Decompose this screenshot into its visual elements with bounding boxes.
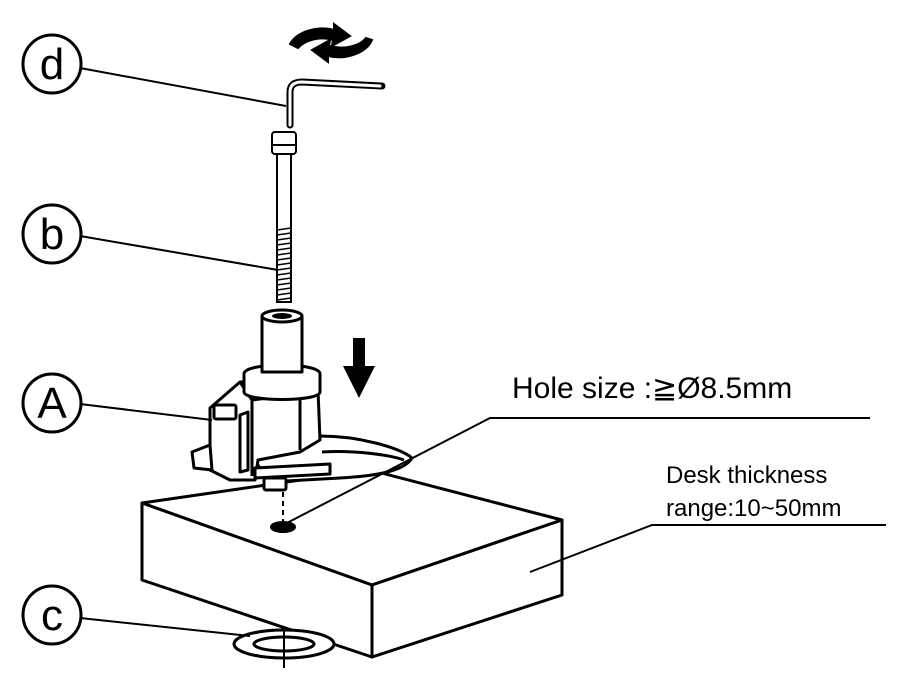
callout-d-label: d [40,40,64,89]
bolt [271,131,297,303]
allen-key [286,78,386,129]
callout-A: A [21,372,83,434]
leader-lines [79,67,886,637]
desk-thickness-line2: range:10~50mm [666,495,841,522]
callout-b: b [21,203,83,265]
bolt-thread [276,227,292,301]
rotate-arrows-icon [288,22,374,64]
tube-opening [272,313,292,319]
allen-key-inner [288,80,382,127]
callout-A-label: A [37,379,67,428]
desk [140,468,564,659]
callout-c-label: c [41,591,63,640]
down-arrow-icon [343,338,375,398]
desk-hole [270,521,296,533]
hole-size-note: Hole size :≧Ø8.5mm [512,372,792,405]
callout-c: c [21,584,83,646]
clamp-nut [232,628,336,668]
clamp-base [190,308,414,492]
desk-thickness-line1: Desk thickness [666,462,827,489]
callout-d: d [21,33,83,95]
callout-b-label: b [40,210,64,259]
